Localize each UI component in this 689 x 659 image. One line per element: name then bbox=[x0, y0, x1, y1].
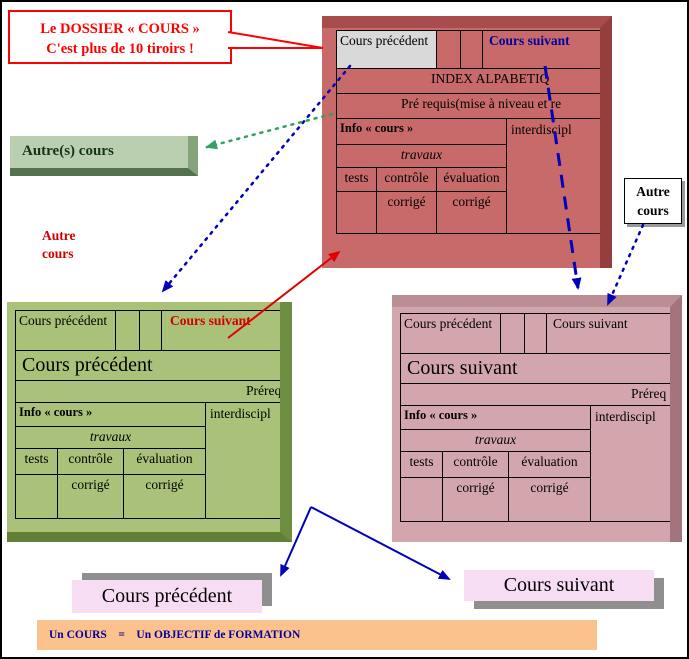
course-title-cell: Cours suivant bbox=[401, 354, 670, 384]
controle-cell: contrôle bbox=[58, 449, 124, 475]
table-row: Cours suivant bbox=[401, 354, 670, 384]
travaux-cell: travaux bbox=[16, 427, 206, 449]
note-line2: cours bbox=[42, 246, 74, 261]
corrige-cell: corrigé bbox=[58, 475, 124, 519]
works-column: Info « cours » travaux tests contrôle év… bbox=[337, 119, 507, 234]
corrige-cell: corrigé bbox=[509, 478, 591, 522]
arrow-autre-cours-right-link bbox=[606, 223, 645, 306]
note-line1: Autre bbox=[42, 228, 76, 243]
prev-course-cell: Cours précédent bbox=[401, 314, 501, 354]
info-cours-cell: Info « cours » bbox=[337, 119, 507, 145]
table-row: Cours précédent Cours suivant bbox=[401, 314, 670, 354]
info-cours-cell: Info « cours » bbox=[401, 406, 591, 430]
works-column: Info « cours » travaux tests contrôle év… bbox=[16, 403, 206, 519]
interdisciplinarite-cell: interdiscipl bbox=[591, 406, 670, 522]
spacer-cell bbox=[461, 31, 483, 69]
table-body: Info « cours » travaux tests contrôle év… bbox=[337, 119, 600, 234]
course-title-cell: Cours précédent bbox=[16, 351, 280, 381]
controle-cell: contrôle bbox=[443, 452, 509, 478]
table-row: Préreq bbox=[401, 384, 670, 406]
previous-course-table: Cours précédent Cours suivant Cours préc… bbox=[15, 310, 280, 519]
index-cell: INDEX ALPABETIQ bbox=[337, 69, 600, 94]
prev-course-cell: Cours précédent bbox=[16, 311, 116, 351]
controle-cell: contrôle bbox=[377, 168, 437, 192]
tests-cell: tests bbox=[16, 449, 58, 475]
corrige-cell: corrigé bbox=[124, 475, 206, 519]
previous-course-face: Cours précédent Cours suivant Cours préc… bbox=[7, 302, 280, 532]
table-row: INDEX ALPABETIQ bbox=[337, 69, 600, 94]
current-course-table: Cours précédent Cours suivant INDEX ALPA… bbox=[336, 30, 600, 234]
evaluation-cell: évaluation bbox=[437, 168, 507, 192]
table-row: Cours précédent Cours suivant bbox=[16, 311, 280, 351]
next-course-box: Cours précédent Cours suivant Cours suiv… bbox=[392, 295, 682, 542]
current-course-face: Cours précédent Cours suivant INDEX ALPA… bbox=[322, 28, 600, 268]
tests-cell: tests bbox=[337, 168, 377, 192]
spacer-cell bbox=[116, 311, 140, 351]
callout-pointer bbox=[227, 31, 324, 49]
empty-cell bbox=[401, 478, 443, 522]
spacer-cell bbox=[525, 314, 547, 354]
table-body: Info « cours » travaux tests contrôle év… bbox=[16, 403, 280, 519]
next-course-cell: Cours suivant bbox=[483, 31, 600, 69]
table-row: Préreq bbox=[16, 381, 280, 403]
note-line2: cours bbox=[637, 203, 669, 218]
next-course-table: Cours précédent Cours suivant Cours suiv… bbox=[400, 313, 670, 522]
table-row: Cours précédent bbox=[16, 351, 280, 381]
empty-cell bbox=[337, 192, 377, 234]
next-course-cell: Cours suivant bbox=[162, 311, 280, 351]
table-row: Cours précédent Cours suivant bbox=[337, 31, 600, 69]
callout-bubble: Le DOSSIER « COURS » C'est plus de 10 ti… bbox=[8, 10, 232, 64]
interdisciplinarite-cell: interdiscipl bbox=[507, 119, 600, 234]
corrige-cell: corrigé bbox=[377, 192, 437, 234]
table-row: Pré requis(mise à niveau et re bbox=[337, 94, 600, 119]
corrige-cell: corrigé bbox=[437, 192, 507, 234]
prereq-cell: Préreq bbox=[16, 381, 280, 403]
next-course-face: Cours précédent Cours suivant Cours suiv… bbox=[392, 307, 670, 542]
evaluation-cell: évaluation bbox=[124, 449, 206, 475]
tests-cell: tests bbox=[401, 452, 443, 478]
autres-cours-ribbon: Autre(s) cours bbox=[10, 136, 198, 176]
prereq-cell: Pré requis(mise à niveau et re bbox=[337, 94, 600, 119]
spacer-cell bbox=[140, 311, 162, 351]
bottom-label-previous: Cours précédent bbox=[72, 580, 262, 613]
previous-course-box: Cours précédent Cours suivant Cours préc… bbox=[7, 302, 292, 542]
note-line1: Autre bbox=[636, 184, 670, 199]
callout-line1: Le DOSSIER « COURS » bbox=[40, 21, 200, 37]
corrige-cell: corrigé bbox=[443, 478, 509, 522]
works-column: Info « cours » travaux tests contrôle év… bbox=[401, 406, 591, 522]
autre-cours-note-left: Autre cours bbox=[30, 224, 102, 266]
spacer-cell bbox=[501, 314, 525, 354]
evaluation-cell: évaluation bbox=[509, 452, 591, 478]
arrow-autres-cours-link bbox=[205, 112, 334, 150]
interdisciplinarite-cell: interdiscipl bbox=[206, 403, 280, 519]
autres-cours-label: Autre(s) cours bbox=[22, 143, 114, 159]
footer-banner: Un COURS = Un OBJECTIF de FORMATION bbox=[37, 620, 597, 650]
bottom-label-next: Cours suivant bbox=[464, 570, 654, 601]
empty-cell bbox=[16, 475, 58, 519]
footer-text: Un COURS = Un OBJECTIF de FORMATION bbox=[49, 629, 301, 641]
travaux-cell: travaux bbox=[401, 430, 591, 452]
autre-cours-note-right: Autre cours bbox=[624, 178, 682, 224]
prereq-cell: Préreq bbox=[401, 384, 670, 406]
spacer-cell bbox=[437, 31, 461, 69]
info-cours-cell: Info « cours » bbox=[16, 403, 206, 427]
prev-course-cell: Cours précédent bbox=[337, 31, 437, 69]
callout-line2: C'est plus de 10 tiroirs ! bbox=[46, 41, 194, 57]
current-course-box: Cours précédent Cours suivant INDEX ALPA… bbox=[322, 16, 612, 268]
next-course-cell: Cours suivant bbox=[547, 314, 670, 354]
travaux-cell: travaux bbox=[337, 145, 507, 168]
table-body: Info « cours » travaux tests contrôle év… bbox=[401, 406, 670, 522]
